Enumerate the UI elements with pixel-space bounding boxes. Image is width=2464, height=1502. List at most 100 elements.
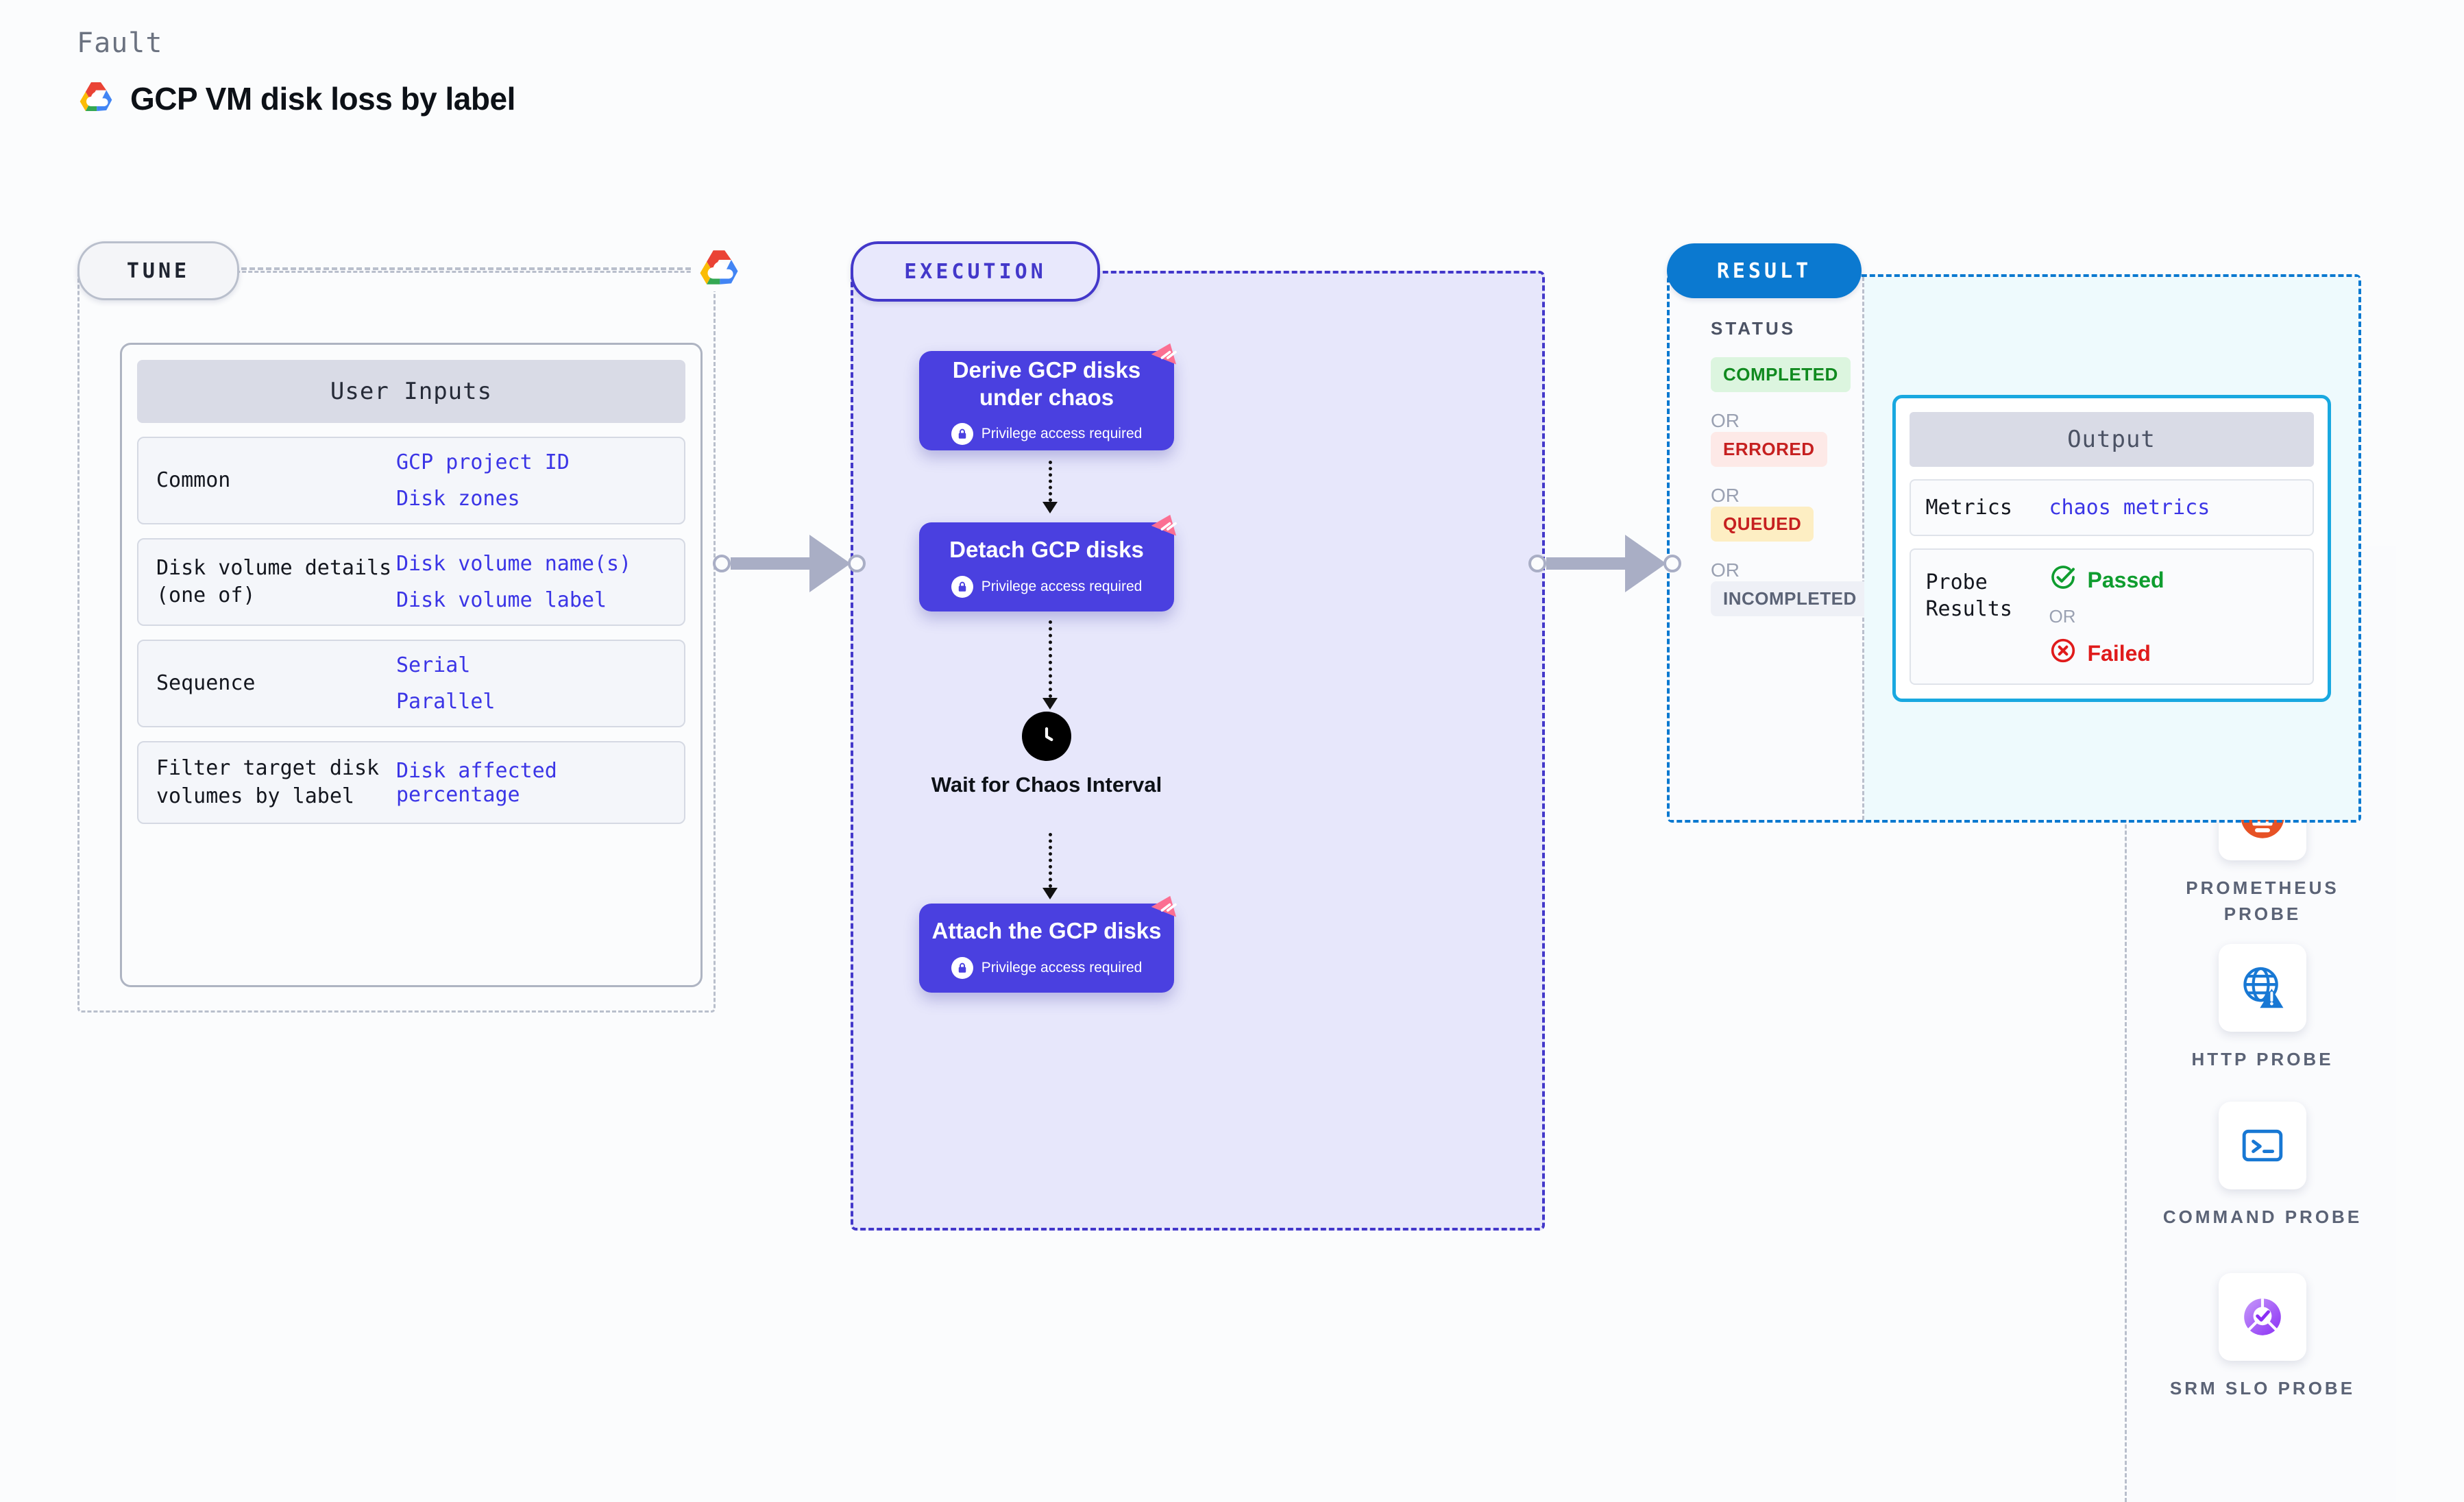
- flow-arrow-line: [1048, 620, 1052, 698]
- lock-icon: [951, 423, 973, 446]
- user-input-value[interactable]: Disk affected percentage: [396, 758, 557, 807]
- user-input-key: Common: [156, 468, 231, 492]
- user-inputs-card: User Inputs Common GCP project ID Disk z…: [120, 343, 703, 987]
- probe-label: SRM SLO PROBE: [2169, 1378, 2356, 1398]
- flow-arrow-line: [1048, 833, 1052, 888]
- connector-execution-to-result: [1528, 535, 1681, 592]
- user-input-row[interactable]: Sequence Serial Parallel: [137, 640, 685, 727]
- user-input-value[interactable]: Disk volume name(s): [396, 552, 632, 576]
- output-title: Output: [1909, 412, 2314, 467]
- flow-arrow: [1042, 620, 1058, 710]
- probe-result-failed-label: Failed: [2087, 640, 2151, 666]
- probe-result-passed: Passed: [2049, 564, 2164, 596]
- connector-end-dot: [1663, 555, 1681, 572]
- fault-kicker: Fault: [77, 27, 163, 59]
- status-badge: INCOMPLETED: [1711, 581, 1869, 616]
- user-input-value[interactable]: Parallel: [396, 690, 496, 714]
- terminal-icon: [2219, 1102, 2306, 1189]
- status-or: OR: [1711, 485, 1740, 506]
- user-inputs-title: User Inputs: [137, 360, 685, 423]
- output-metrics-row[interactable]: Metrics chaos metrics: [1909, 479, 2314, 536]
- output-card: Output Metrics chaos metrics Probe Resul…: [1892, 395, 2331, 702]
- user-input-key: Sequence: [156, 670, 256, 695]
- user-input-key: Filter target disk volumes by label: [156, 756, 380, 808]
- execution-step-card[interactable]: Attach the GCP disks Privilege access re…: [919, 895, 1177, 993]
- connector-start-dot: [1528, 555, 1546, 572]
- flow-arrow-head: [1042, 502, 1058, 513]
- tune-badge[interactable]: TUNE: [77, 241, 239, 300]
- probe-label: HTTP PROBE: [2191, 1049, 2334, 1069]
- probe-item-http[interactable]: HTTP PROBE: [2127, 944, 2398, 1073]
- privilege-note: Privilege access required: [951, 575, 1143, 598]
- output-probe-results-row: Probe Results Passed OR: [1909, 548, 2314, 685]
- connector-tune-to-execution: [713, 535, 866, 592]
- output-column: Output Metrics chaos metrics Probe Resul…: [1864, 277, 2358, 820]
- status-column: STATUS COMPLETED OR ERRORED OR QUEUED OR…: [1670, 277, 1869, 820]
- page-title: GCP VM disk loss by label: [130, 80, 515, 117]
- status-badge: ERRORED: [1711, 432, 1827, 467]
- output-metrics-key: Metrics: [1925, 496, 2012, 520]
- probe-result-passed-label: Passed: [2087, 567, 2164, 592]
- connector-start-dot: [713, 555, 731, 572]
- chaos-badge-icon: [1147, 339, 1185, 377]
- result-panel: STATUS COMPLETED OR ERRORED OR QUEUED OR…: [1667, 274, 2361, 823]
- output-metrics-value[interactable]: chaos metrics: [2049, 496, 2210, 520]
- user-input-value[interactable]: Disk zones: [396, 487, 520, 511]
- probe-label: COMMAND PROBE: [2162, 1207, 2363, 1227]
- step-title: Derive GCP disks under chaos: [952, 356, 1141, 410]
- step-title: Attach the GCP disks: [931, 918, 1162, 944]
- privilege-text: Privilege access required: [981, 426, 1143, 442]
- user-input-row[interactable]: Disk volume details (one of) Disk volume…: [137, 538, 685, 626]
- probe-item-srm-slo[interactable]: SRM SLO PROBE: [2127, 1273, 2398, 1402]
- user-input-key: Disk volume details (one of): [156, 555, 392, 608]
- tune-top-dashed-line: [233, 267, 699, 270]
- flow-arrow-line: [1048, 461, 1052, 502]
- connector-end-dot: [848, 555, 866, 572]
- page-header: Fault GCP VM disk loss by label: [77, 27, 515, 117]
- connector-bar: [731, 557, 809, 570]
- connector-arrow-head: [809, 535, 851, 592]
- flow-arrow: [1042, 833, 1058, 899]
- chaos-badge-icon: [1147, 891, 1185, 930]
- probe-item-command[interactable]: COMMAND PROBE: [2127, 1102, 2398, 1231]
- step-title: Detach GCP disks: [949, 537, 1144, 563]
- chaos-badge-icon: [1147, 510, 1185, 548]
- flow-arrow-head: [1042, 698, 1058, 710]
- clock-icon: [1022, 712, 1071, 761]
- user-input-value[interactable]: Disk volume label: [396, 588, 607, 612]
- gcp-logo-icon: [77, 80, 115, 117]
- status-or: OR: [1711, 410, 1740, 431]
- fault-title-row: GCP VM disk loss by label: [77, 80, 515, 117]
- probe-result-failed: Failed: [2049, 637, 2164, 670]
- lock-icon: [951, 956, 973, 979]
- status-or: OR: [1711, 559, 1740, 581]
- status-title: STATUS: [1711, 318, 1796, 339]
- probe-result-or: OR: [2049, 606, 2076, 627]
- check-circle-icon: [2049, 564, 2077, 596]
- tune-panel: [77, 271, 716, 1013]
- probe-label: PROMETHEUS PROBE: [2186, 877, 2339, 924]
- execution-step-card[interactable]: Derive GCP disks under chaos Privilege a…: [919, 343, 1177, 450]
- gcp-logo-icon: [692, 243, 746, 291]
- user-input-value[interactable]: GCP project ID: [396, 450, 570, 474]
- lock-icon: [951, 575, 973, 598]
- output-probe-results-key: Probe Results: [1925, 570, 2012, 621]
- result-badge[interactable]: RESULT: [1667, 243, 1862, 298]
- status-badge: QUEUED: [1711, 507, 1814, 542]
- privilege-note: Privilege access required: [951, 423, 1143, 446]
- x-circle-icon: [2049, 637, 2077, 670]
- srm-slo-icon: [2219, 1273, 2306, 1361]
- privilege-text: Privilege access required: [981, 578, 1143, 594]
- connector-bar: [1546, 557, 1625, 570]
- http-globe-icon: [2219, 944, 2306, 1032]
- execution-badge[interactable]: EXECUTION: [851, 241, 1100, 302]
- privilege-text: Privilege access required: [981, 959, 1143, 976]
- wait-label: Wait for Chaos Interval: [931, 773, 1162, 797]
- execution-step-card[interactable]: Detach GCP disks Privilege access requir…: [919, 514, 1177, 611]
- user-input-value[interactable]: Serial: [396, 653, 471, 677]
- privilege-note: Privilege access required: [951, 956, 1143, 979]
- flow-arrow-head: [1042, 888, 1058, 899]
- user-input-row[interactable]: Common GCP project ID Disk zones: [137, 437, 685, 524]
- flow-arrow: [1042, 461, 1058, 513]
- user-input-row[interactable]: Filter target disk volumes by label Disk…: [137, 741, 685, 824]
